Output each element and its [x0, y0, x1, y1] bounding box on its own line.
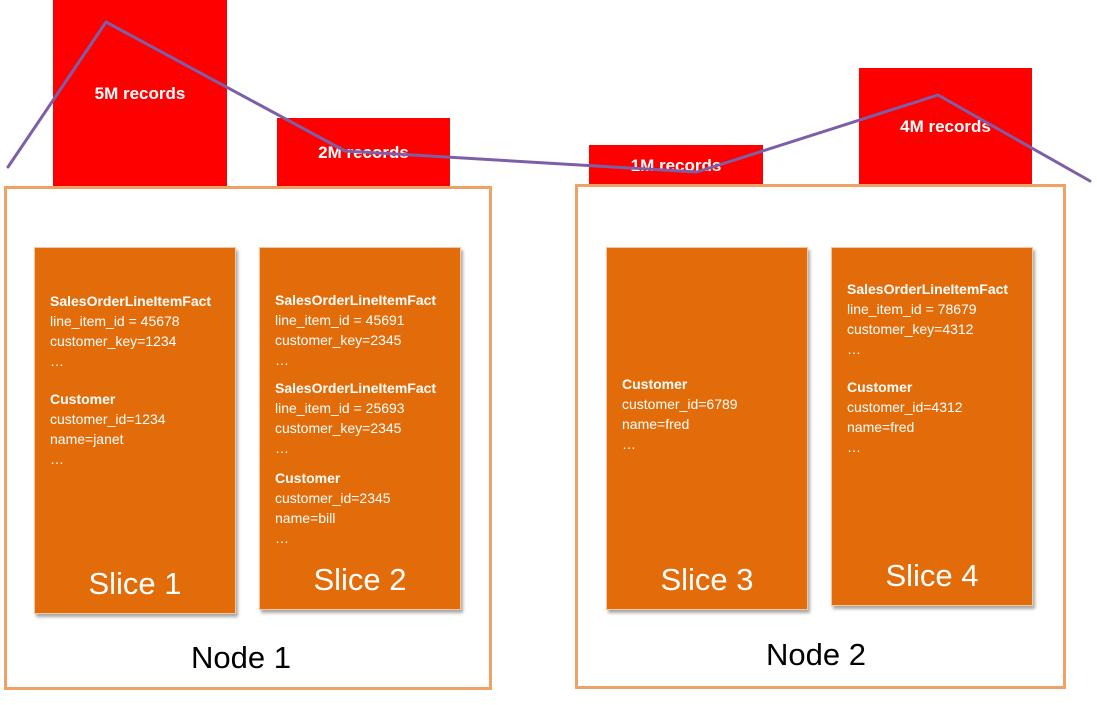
entity-title: Customer: [622, 376, 688, 392]
slice-4-label: Slice 4: [885, 558, 979, 593]
entity-line: name=janet: [50, 431, 124, 447]
slice-2-label: Slice 2: [313, 562, 407, 597]
entity-line: line_item_id = 25693: [275, 400, 405, 416]
slice-2: SalesOrderLineItemFact line_item_id = 45…: [259, 247, 461, 610]
entity-line: customer_id=4312: [847, 399, 963, 415]
entity-line: …: [622, 436, 636, 452]
entity-title: SalesOrderLineItemFact: [50, 293, 212, 309]
entity-line: name=fred: [847, 419, 915, 435]
records-label-slice-3: 1M records: [630, 156, 722, 175]
entity-title: Customer: [847, 379, 913, 395]
entity-line: customer_key=4312: [847, 321, 974, 337]
entity-line: customer_id=1234: [50, 411, 166, 427]
entity-line: name=bill: [275, 510, 336, 526]
entity-line: line_item_id = 45678: [50, 313, 180, 329]
entity-line: customer_key=2345: [275, 420, 402, 436]
entity-line: line_item_id = 78679: [847, 301, 977, 317]
entity-title: Customer: [275, 470, 341, 486]
entity-line: …: [847, 341, 861, 357]
node-1-label: Node 1: [191, 640, 291, 675]
records-bar-slice-2: 2M records: [277, 118, 450, 187]
records-bar-slice-1: 5M records: [53, 0, 227, 187]
entity-line: …: [275, 530, 289, 546]
entity-line: customer_id=2345: [275, 490, 391, 506]
entity-line: line_item_id = 45691: [275, 312, 405, 328]
slice-1-label: Slice 1: [88, 566, 182, 601]
entity-line: …: [50, 353, 64, 369]
entity-line: …: [275, 440, 289, 456]
records-bar-slice-4: 4M records: [859, 68, 1032, 187]
entity-line: name=fred: [622, 416, 690, 432]
slice-4: SalesOrderLineItemFact line_item_id = 78…: [831, 247, 1033, 606]
entity-title: SalesOrderLineItemFact: [275, 380, 437, 396]
entity-line: customer_id=6789: [622, 396, 738, 412]
records-bar-slice-3: 1M records: [589, 145, 763, 187]
node-2-label: Node 2: [766, 637, 866, 672]
slice-3: Customer customer_id=6789 name=fred … Sl…: [606, 247, 808, 610]
records-label-slice-1: 5M records: [94, 84, 186, 103]
entity-line: …: [275, 352, 289, 368]
slice-3-label: Slice 3: [660, 562, 754, 597]
slice-1: SalesOrderLineItemFact line_item_id = 45…: [34, 247, 236, 614]
entity-line: …: [847, 439, 861, 455]
entity-line: customer_key=2345: [275, 332, 402, 348]
entity-title: Customer: [50, 391, 116, 407]
records-label-slice-4: 4M records: [900, 117, 991, 136]
entity-line: …: [50, 451, 64, 467]
entity-line: customer_key=1234: [50, 333, 177, 349]
records-label-slice-2: 2M records: [318, 143, 409, 162]
entity-title: SalesOrderLineItemFact: [847, 281, 1009, 297]
entity-title: SalesOrderLineItemFact: [275, 292, 437, 308]
